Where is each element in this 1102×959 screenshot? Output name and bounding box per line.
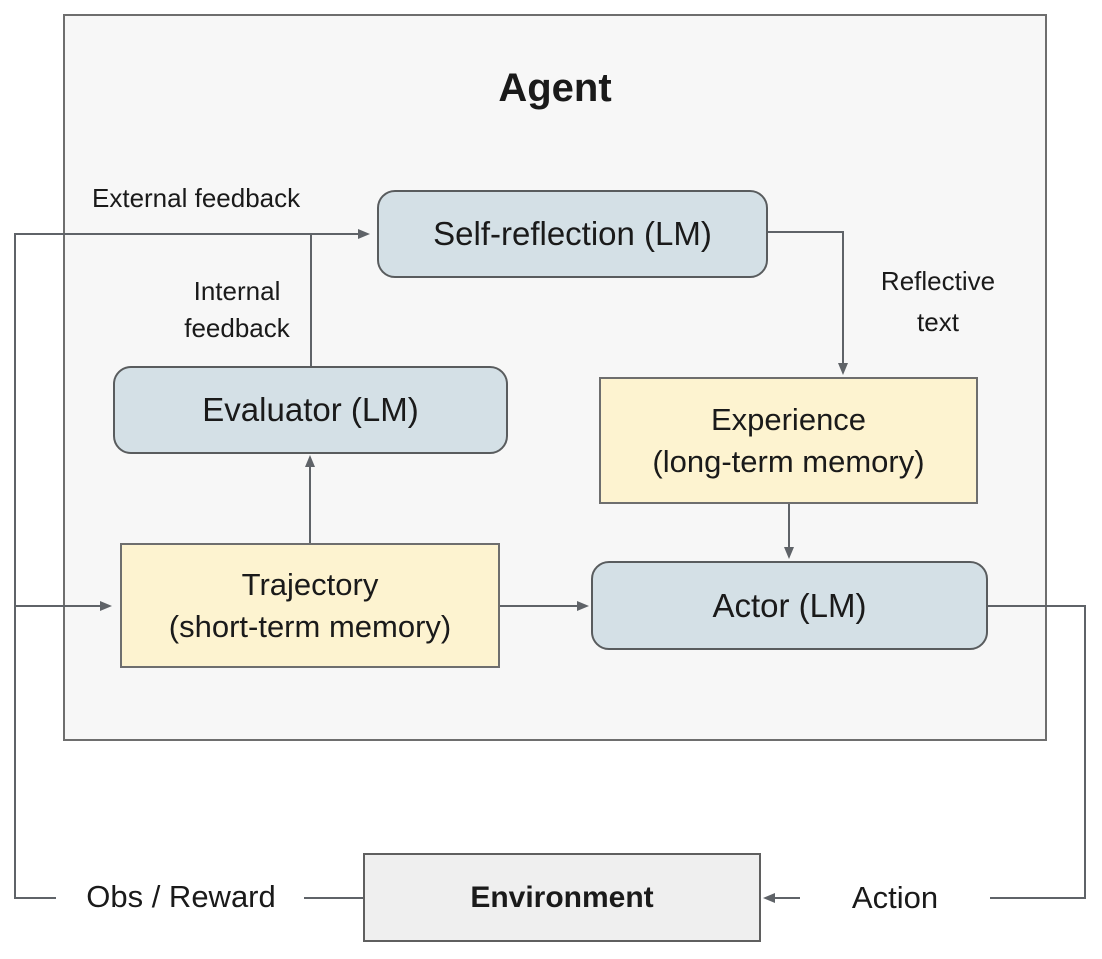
- trajectory-node: Trajectory (short-term memory): [120, 543, 500, 668]
- external-feedback-label: External feedback: [92, 183, 301, 213]
- internal-feedback-label: Internal feedback: [184, 276, 290, 343]
- experience-node: Experience (long-term memory): [599, 377, 978, 504]
- self-reflection-node: Self-reflection (LM): [377, 190, 768, 278]
- evaluator-node: Evaluator (LM): [113, 366, 508, 454]
- obs-reward-label: Obs / Reward: [86, 879, 276, 914]
- environment-node: Environment: [363, 853, 761, 942]
- actor-node: Actor (LM): [591, 561, 988, 650]
- self-reflection-label: Self-reflection (LM): [433, 215, 712, 253]
- reflective-text-label: Reflective text: [880, 266, 996, 337]
- trajectory-title: Trajectory: [241, 566, 379, 602]
- trajectory-subtitle: (short-term memory): [168, 608, 452, 644]
- experience-title: Experience: [710, 401, 867, 437]
- experience-subtitle: (long-term memory): [652, 443, 925, 479]
- actor-label: Actor (LM): [712, 586, 867, 624]
- environment-label: Environment: [470, 880, 654, 914]
- evaluator-label: Evaluator (LM): [202, 391, 419, 429]
- agent-title: Agent: [498, 66, 612, 110]
- action-label: Action: [851, 880, 939, 915]
